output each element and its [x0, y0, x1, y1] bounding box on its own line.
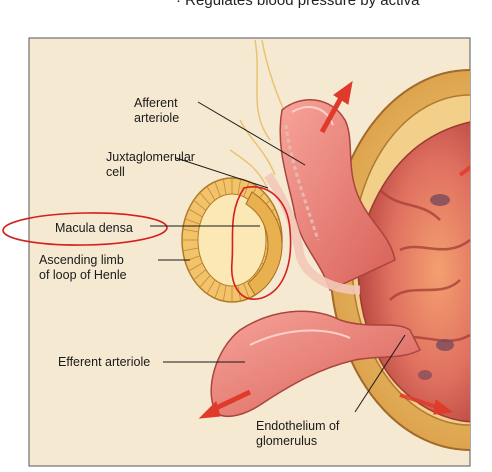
- tubule-cell-boundary: [222, 178, 227, 195]
- tubule-cell-boundary: [199, 274, 211, 288]
- label-endothelium: Endothelium of glomerulus: [256, 419, 340, 448]
- label-efferent-arteriole: Efferent arteriole: [58, 355, 151, 369]
- tubule-cell-boundary: [193, 269, 207, 281]
- juxtaglomerular-cells: [264, 172, 361, 295]
- flow-arrows: [198, 80, 470, 419]
- tubule-cell-boundary: [182, 228, 199, 233]
- tubule-cell-boundary: [206, 279, 216, 294]
- arrow-up-icon: [333, 80, 353, 105]
- tubule-cell-boundary: [222, 285, 227, 302]
- tubule-cell-boundary: [243, 283, 250, 299]
- tubule-cell-boundary: [214, 181, 221, 197]
- label-ascending-limb: Ascending limb of loop of Henle: [39, 253, 127, 282]
- tubule-cell-boundary: [184, 218, 201, 225]
- arrow-left-icon: [198, 401, 221, 419]
- tubule-cell-boundary: [199, 192, 211, 206]
- tubule-cell-boundary: [243, 181, 250, 197]
- label-macula-densa: Macula densa: [55, 221, 133, 235]
- macula-densa-cells: [245, 191, 283, 296]
- label-afferent-arteriole: Afferent arteriole: [134, 96, 180, 125]
- tubule-cell-boundary: [188, 208, 203, 218]
- leader-lines: [150, 101, 406, 413]
- tubule-cell-boundary: [182, 247, 199, 252]
- tubule-cell-boundary: [206, 186, 216, 201]
- label-juxtaglomerular-cell: Juxtaglomerular cell: [106, 150, 195, 179]
- caption-text: · Regulates blood pressure by activa: [176, 0, 419, 9]
- afferent-arteriole: [279, 99, 396, 292]
- macula-densa-highlight: [2, 212, 168, 246]
- arrow-right-icon: [433, 399, 454, 415]
- tubule-cell-boundary: [237, 178, 242, 195]
- tubule-cell-boundary: [214, 283, 221, 299]
- macula-densa-region-highlight: [230, 186, 292, 300]
- tubule-cell-boundary: [193, 199, 207, 211]
- tubule-cell-boundary: [188, 262, 203, 272]
- bullet-icon: ·: [176, 0, 181, 9]
